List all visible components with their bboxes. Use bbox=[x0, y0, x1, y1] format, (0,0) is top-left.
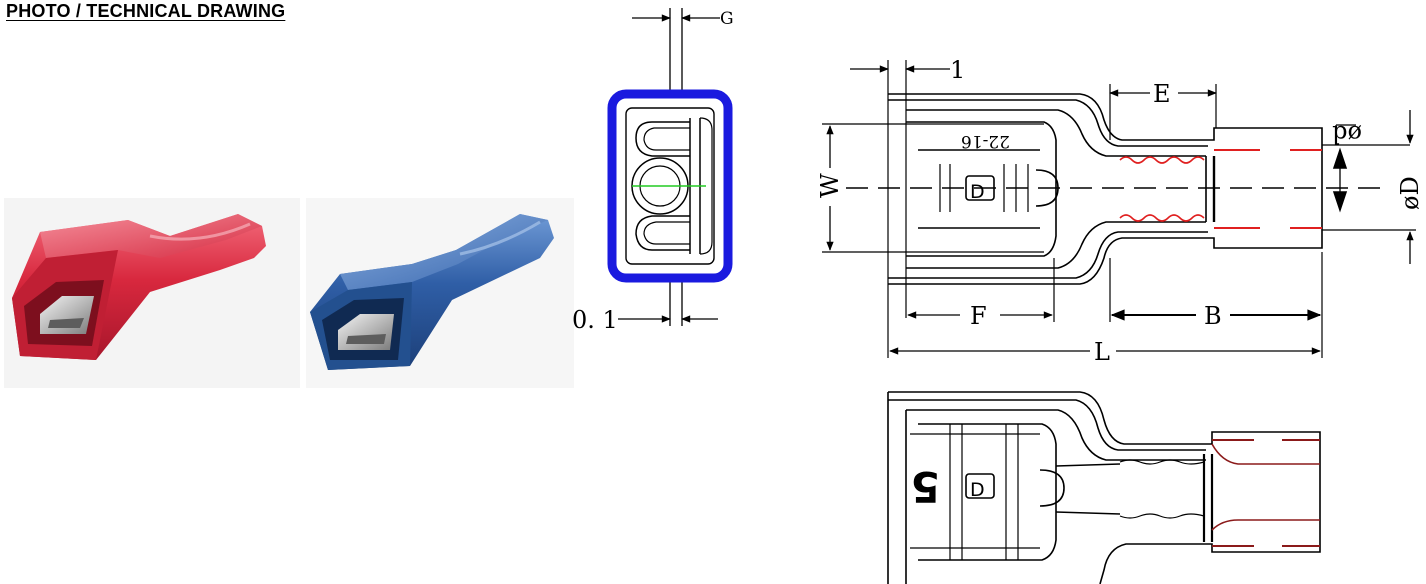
bottom-view-drawing bbox=[887, 391, 1321, 584]
dim-label-e: E bbox=[1153, 80, 1171, 108]
cross-section-drawing: G 0. 1 bbox=[572, 8, 734, 334]
dim-label-g: G bbox=[720, 9, 734, 29]
dim-label-b: B bbox=[1204, 302, 1222, 330]
marking-letter: D bbox=[970, 181, 985, 203]
bottom-marking-num: 5 bbox=[911, 462, 940, 511]
page-heading: PHOTO / TECHNICAL DRAWING bbox=[6, 1, 286, 21]
blue-terminal-photo bbox=[306, 198, 574, 388]
dim-label-1: 1 bbox=[950, 56, 965, 84]
dim-label-d-large: øD bbox=[1396, 176, 1424, 210]
dim-label-w: W bbox=[816, 173, 844, 198]
dim-label-f: F bbox=[970, 302, 987, 330]
dim-label-d-small: ød bbox=[1332, 120, 1362, 148]
dim-label-l: L bbox=[1094, 338, 1110, 366]
side-view-drawing bbox=[822, 60, 1416, 358]
red-terminal-photo bbox=[4, 198, 300, 388]
bottom-marking-letter: D bbox=[970, 479, 985, 501]
dim-label-thickness: 0. 1 bbox=[572, 306, 618, 334]
marking-gauge: 22-16 bbox=[961, 131, 1010, 151]
